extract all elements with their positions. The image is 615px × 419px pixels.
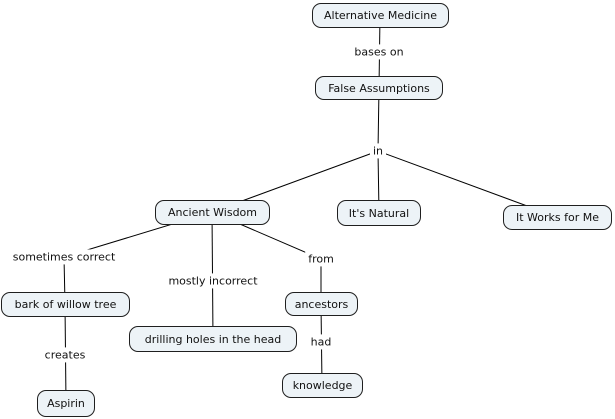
- concept-node-alternative-medicine[interactable]: Alternative Medicine: [312, 3, 449, 28]
- link-label-had[interactable]: had: [307, 334, 335, 350]
- concept-node-aspirin[interactable]: Aspirin: [37, 390, 95, 417]
- link-label-creates[interactable]: creates: [41, 347, 89, 363]
- link-label-in[interactable]: in: [369, 143, 387, 159]
- concept-node-its-natural[interactable]: It's Natural: [337, 200, 421, 226]
- concept-node-bark-of-willow-tree[interactable]: bark of willow tree: [1, 292, 130, 317]
- concept-node-it-works-for-me[interactable]: It Works for Me: [503, 205, 612, 230]
- link-label-sometimes-correct[interactable]: sometimes correct: [9, 249, 119, 265]
- link-label-bases-on[interactable]: bases on: [351, 44, 407, 60]
- concept-node-ancestors[interactable]: ancestors: [285, 292, 358, 316]
- concept-node-drilling-holes[interactable]: drilling holes in the head: [129, 326, 297, 352]
- concept-node-ancient-wisdom[interactable]: Ancient Wisdom: [155, 200, 270, 225]
- concept-node-knowledge[interactable]: knowledge: [282, 373, 363, 398]
- concept-node-false-assumptions[interactable]: False Assumptions: [315, 76, 443, 100]
- link-label-from[interactable]: from: [305, 251, 337, 267]
- link-label-mostly-incorrect[interactable]: mostly incorrect: [165, 273, 261, 289]
